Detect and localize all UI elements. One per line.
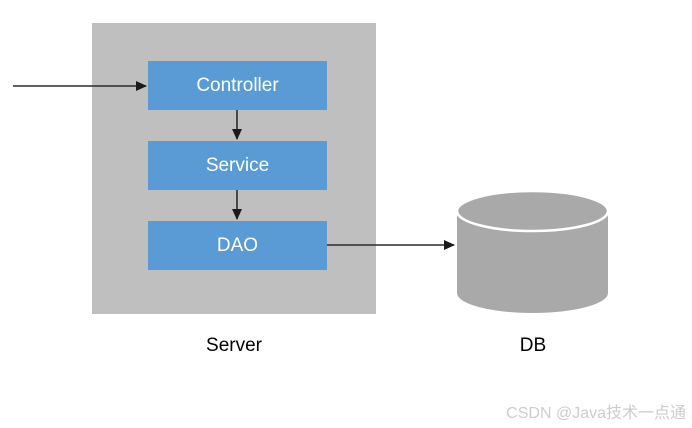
dao-label: DAO bbox=[216, 234, 259, 256]
db-label: DB bbox=[519, 335, 547, 356]
controller-label: Controller bbox=[196, 74, 279, 96]
controller-box: Controller bbox=[148, 61, 327, 110]
db-cylinder bbox=[455, 189, 610, 313]
service-label: Service bbox=[205, 154, 270, 176]
db-cylinder-top bbox=[455, 189, 610, 233]
db-cylinder-body bbox=[457, 211, 608, 313]
service-box: Service bbox=[148, 141, 327, 190]
watermark-text: CSDN @Java技术一点通 bbox=[506, 405, 686, 422]
dao-box: DAO bbox=[148, 221, 327, 270]
server-label: Server bbox=[206, 335, 262, 356]
